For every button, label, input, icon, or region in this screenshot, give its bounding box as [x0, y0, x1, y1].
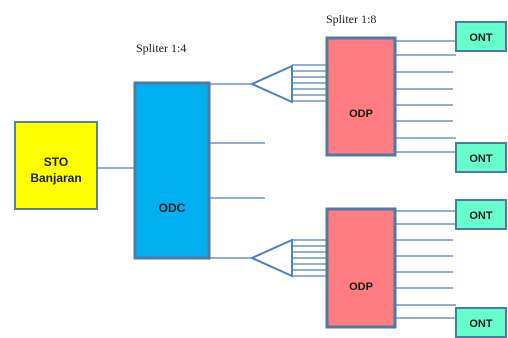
sto-box — [14, 121, 98, 210]
splitter-1-4-label: Spliter 1:4 — [136, 41, 186, 55]
odc-box — [133, 81, 211, 260]
odp-bottom-label: ODP — [349, 281, 373, 293]
ont-label-2: ONT — [469, 153, 493, 165]
odp-bottom-box — [325, 207, 397, 329]
connection-lines — [97, 40, 456, 319]
sto-label-line1: STO — [44, 155, 68, 169]
odc-label: ODC — [159, 201, 186, 215]
ont-label-3: ONT — [469, 210, 493, 222]
odp-top-label: ODP — [349, 108, 373, 120]
splitter-1-8-label: Spliter 1:8 — [326, 12, 376, 26]
ont-label-1: ONT — [469, 32, 493, 44]
ont-box-1 — [455, 21, 507, 52]
odp-top-box — [325, 36, 397, 157]
splitter-1-4-bottom-triangle — [249, 238, 293, 278]
ont-label-4: ONT — [469, 318, 493, 330]
ont-box-2 — [455, 142, 507, 173]
ont-box-4 — [455, 307, 507, 338]
sto-label-line2: Banjaran — [30, 171, 81, 185]
splitter-1-4-top-triangle — [249, 64, 293, 104]
ont-box-3 — [455, 199, 507, 230]
